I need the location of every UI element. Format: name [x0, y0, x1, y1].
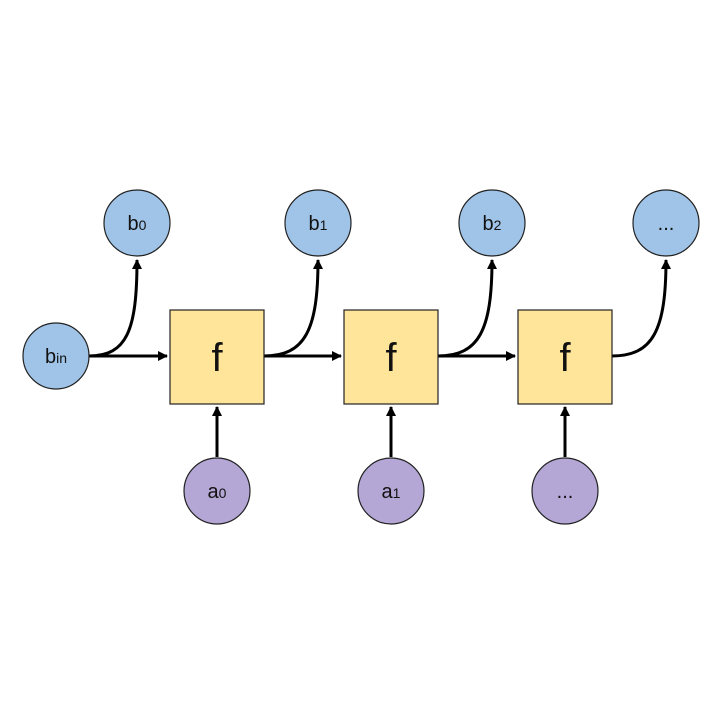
node-b2-sub: 2 [494, 217, 502, 233]
node-a0-base: a [208, 481, 220, 503]
node-a1: a1 [357, 457, 425, 525]
node-b1-base: b [309, 213, 320, 235]
node-a-more-label: ... [557, 481, 574, 503]
arrow-f2-to-b-more [611, 259, 671, 358]
arrow-f1-to-b2 [437, 259, 497, 358]
node-a-more: ... [531, 457, 599, 525]
node-b2: b2 [458, 189, 526, 257]
node-a0: a0 [183, 457, 251, 525]
node-b2-base: b [483, 213, 494, 235]
svg-text:b1: b1 [309, 213, 328, 235]
svg-text:b0: b0 [128, 213, 147, 235]
node-b0: b0 [103, 189, 171, 257]
function-box-1: f [343, 309, 439, 405]
node-a1-sub: 1 [393, 485, 401, 501]
arrow-b-in-to-b0 [88, 259, 142, 358]
svg-text:bin: bin [45, 346, 67, 368]
node-b-in: bin [22, 322, 90, 390]
node-b1: b1 [284, 189, 352, 257]
node-a0-sub: 0 [219, 485, 227, 501]
connections [88, 259, 671, 457]
function-box-0: f [169, 309, 265, 405]
arrow-f0-to-b1 [263, 259, 323, 358]
node-b-more-label: ... [658, 213, 675, 235]
function-label: f [211, 336, 223, 380]
node-b0-base: b [128, 213, 139, 235]
node-b-in-base: b [45, 346, 56, 368]
svg-text:a0: a0 [208, 481, 227, 503]
function-box-2: f [517, 309, 613, 405]
svg-text:b2: b2 [483, 213, 502, 235]
function-label: f [559, 336, 571, 380]
svg-text:a1: a1 [382, 481, 401, 503]
function-label: f [385, 336, 397, 380]
node-b1-sub: 1 [320, 217, 328, 233]
node-a1-base: a [382, 481, 394, 503]
node-b0-sub: 0 [139, 217, 147, 233]
node-b-in-sub: in [56, 350, 67, 366]
node-b-more: ... [632, 189, 700, 257]
